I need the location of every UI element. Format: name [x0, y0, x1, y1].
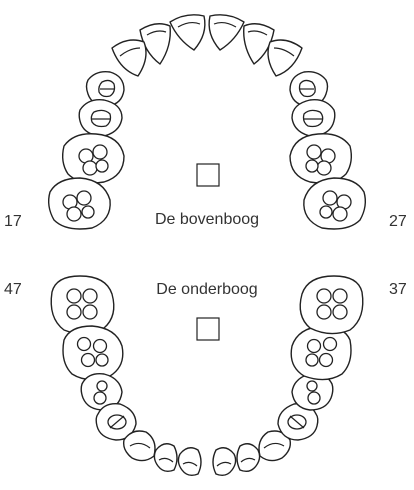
upper-arch-checkbox[interactable]: [196, 163, 220, 187]
upper-arch-label: De bovenboog: [155, 211, 259, 228]
tooth-upper-molar-27[interactable]: [303, 177, 367, 230]
upper-arch: De bovenboog 17 27: [4, 14, 407, 230]
tooth-lower-central-incisor-right[interactable]: [177, 447, 202, 477]
tooth-lower-canine-right[interactable]: [122, 430, 156, 462]
tooth-lower-molar-36[interactable]: [290, 325, 352, 381]
tooth-lower-molar-37[interactable]: [299, 275, 364, 335]
lower-arch-checkbox[interactable]: [196, 317, 220, 341]
tooth-number-27: 27: [389, 213, 407, 230]
tooth-lower-molar-46[interactable]: [62, 325, 124, 381]
tooth-number-17: 17: [4, 213, 22, 230]
tooth-number-37: 37: [389, 281, 407, 298]
tooth-upper-premolar-15[interactable]: [78, 99, 123, 137]
tooth-upper-canine-left[interactable]: [267, 39, 303, 77]
tooth-upper-central-incisor-left[interactable]: [208, 14, 245, 51]
tooth-lower-lateral-incisor-right[interactable]: [153, 443, 178, 473]
tooth-upper-central-incisor-right[interactable]: [169, 14, 206, 51]
tooth-upper-canine-right[interactable]: [111, 39, 147, 77]
tooth-lower-central-incisor-left[interactable]: [212, 447, 237, 477]
tooth-number-47: 47: [4, 281, 22, 298]
tooth-upper-molar-26[interactable]: [289, 133, 353, 184]
tooth-lower-lateral-incisor-left[interactable]: [236, 443, 261, 473]
tooth-lower-molar-47[interactable]: [50, 275, 115, 335]
lower-arch: De onderboog 47 37: [4, 275, 407, 477]
lower-arch-label: De onderboog: [156, 281, 257, 298]
tooth-upper-molar-16[interactable]: [61, 133, 125, 184]
tooth-upper-molar-17[interactable]: [47, 177, 111, 230]
tooth-upper-premolar-25[interactable]: [291, 99, 336, 137]
